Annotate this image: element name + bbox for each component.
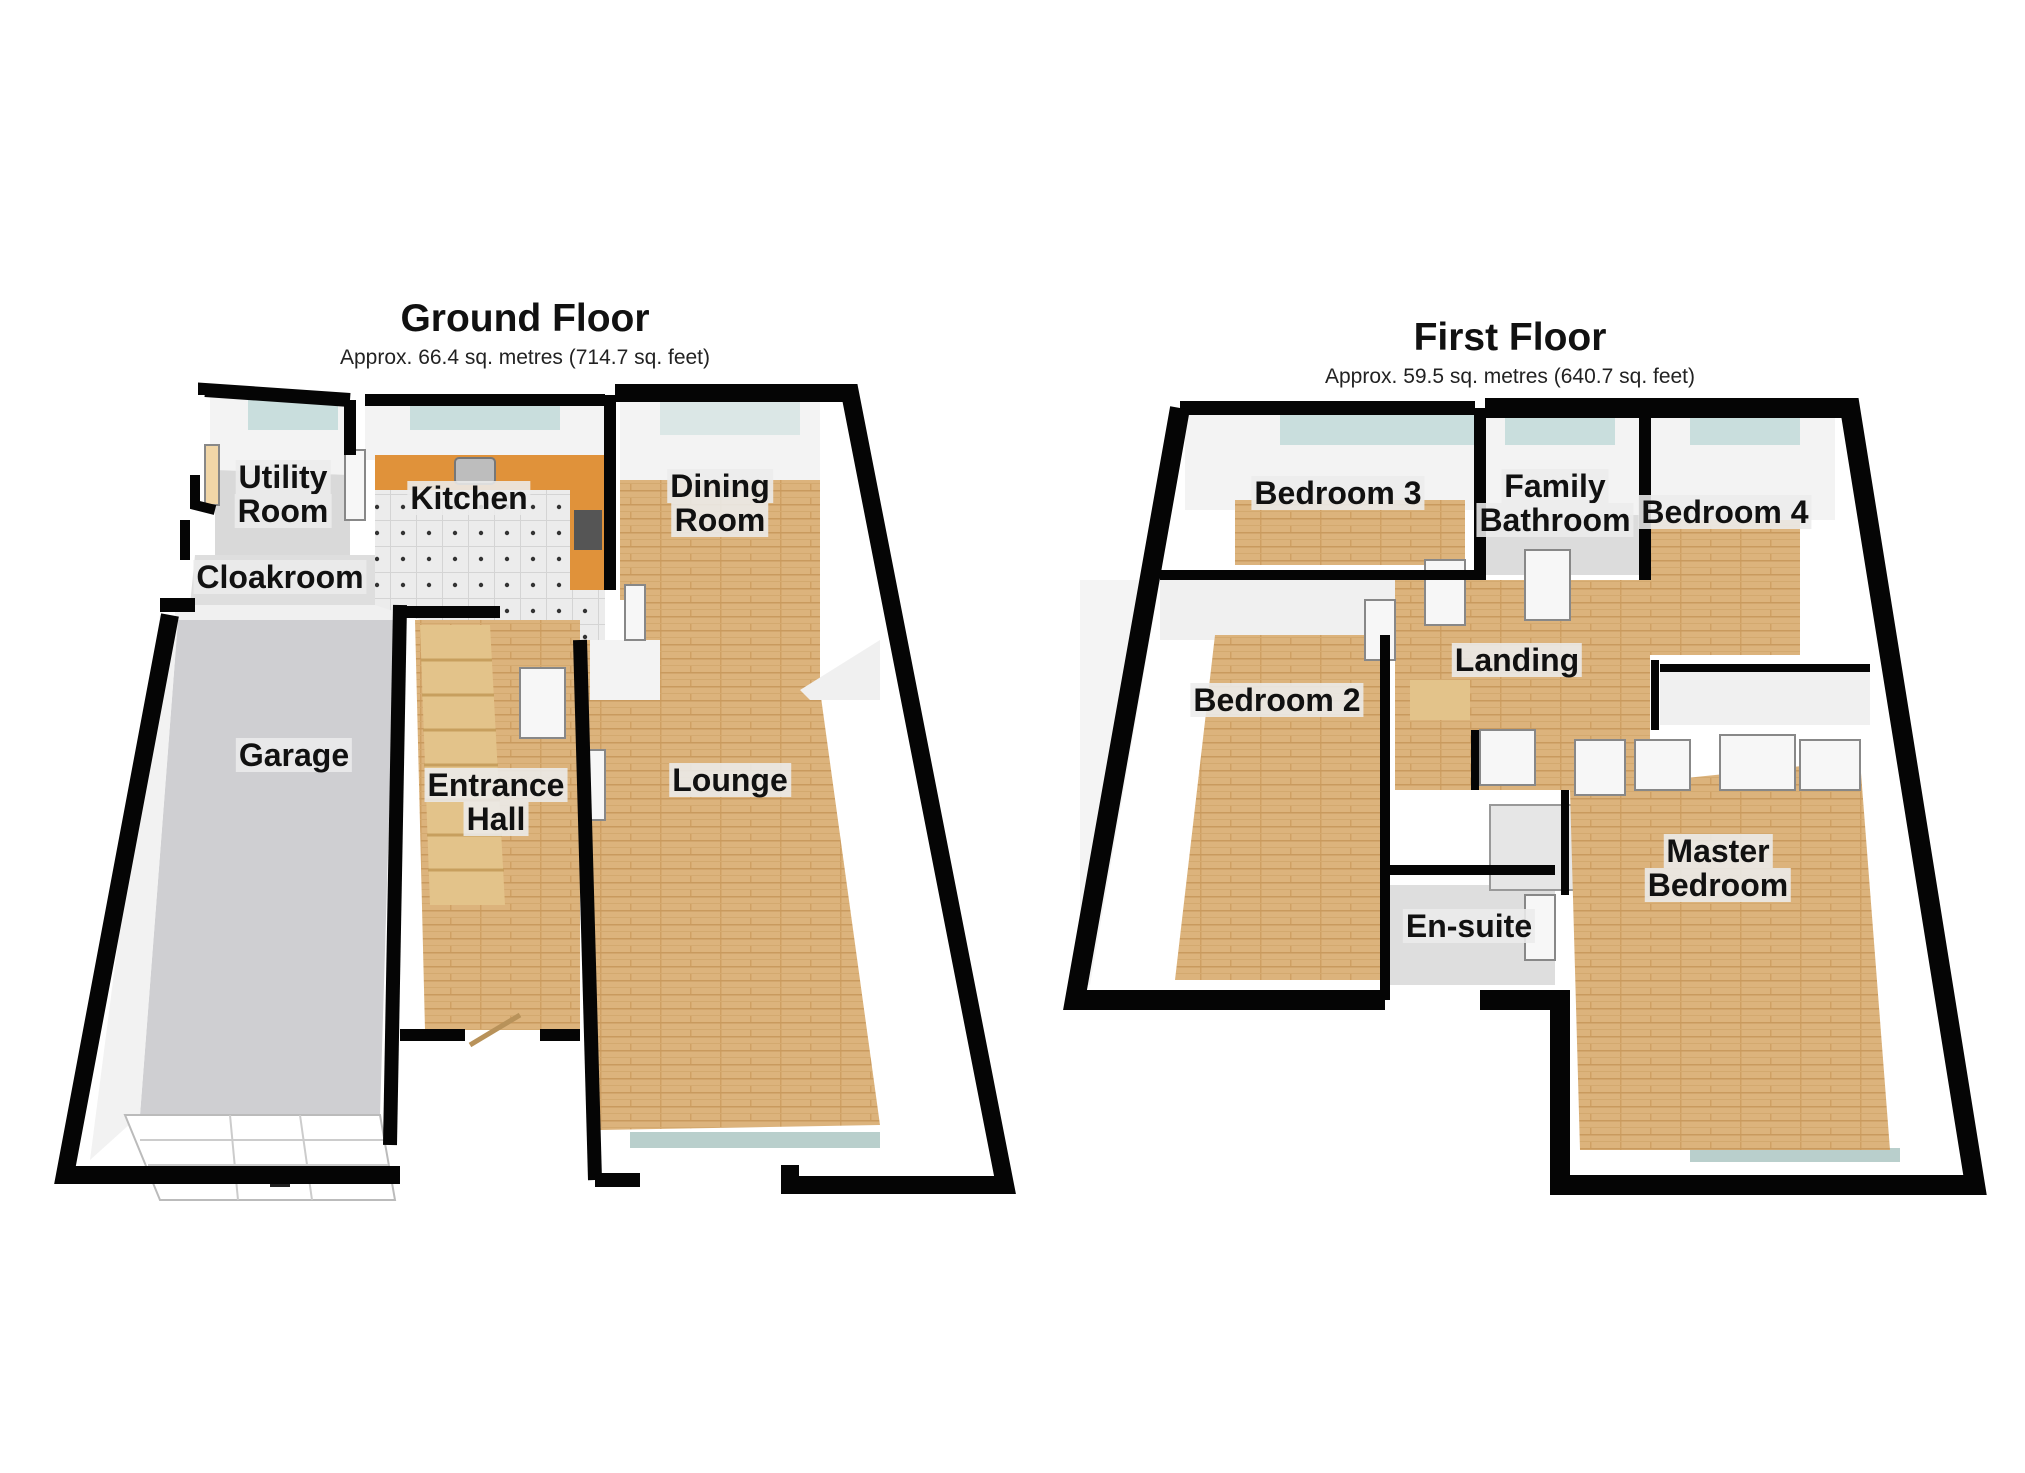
room-label-line: En-suite bbox=[1402, 909, 1536, 943]
room-label-line: Bedroom 3 bbox=[1251, 476, 1425, 510]
room-label-utility-room: Utility Room bbox=[234, 460, 332, 528]
landing-stairs bbox=[1410, 680, 1470, 720]
room-label-line: Hall bbox=[463, 802, 529, 836]
room-label-landing: Landing bbox=[1451, 643, 1583, 677]
ground-floor-walls bbox=[54, 382, 1016, 1194]
lounge-partition bbox=[590, 640, 660, 700]
room-label-line: Cloakroom bbox=[193, 560, 367, 594]
room-label-line: Landing bbox=[1451, 643, 1583, 677]
ground-floor-stairs bbox=[420, 625, 505, 905]
room-label-line: Garage bbox=[235, 738, 353, 772]
first-floor-area: Approx. 59.5 sq. metres (640.7 sq. feet) bbox=[1324, 365, 1696, 388]
room-label-bedroom-4: Bedroom 4 bbox=[1638, 495, 1812, 529]
lounge-chimney-breast bbox=[800, 640, 880, 700]
room-label-bedroom-2: Bedroom 2 bbox=[1190, 683, 1364, 717]
room-label-line: Bathroom bbox=[1476, 503, 1634, 537]
room-label-family-bathroom: Family Bathroom bbox=[1476, 469, 1634, 537]
bedroom-4-floor bbox=[1650, 520, 1800, 655]
garage-wall-face bbox=[90, 615, 178, 1160]
lounge-dining-floor bbox=[580, 480, 880, 1130]
garage-floor bbox=[140, 620, 395, 1115]
room-label-line: Entrance bbox=[424, 768, 568, 802]
room-label-cloakroom: Cloakroom bbox=[193, 560, 367, 594]
first-floor-title: First Floor bbox=[1413, 316, 1607, 359]
room-label-line: Master bbox=[1663, 834, 1773, 868]
room-label-kitchen: Kitchen bbox=[407, 481, 531, 515]
room-label-dining-room: Dining Room bbox=[667, 469, 773, 537]
bedroom-2-floor bbox=[1175, 635, 1380, 980]
ground-floor-plan bbox=[54, 382, 1016, 1201]
room-label-line: Room bbox=[234, 494, 332, 528]
room-label-line: Bedroom 4 bbox=[1638, 495, 1812, 529]
ground-floor-title: Ground Floor bbox=[400, 297, 650, 340]
ground-floor-area: Approx. 66.4 sq. metres (714.7 sq. feet) bbox=[339, 346, 711, 369]
room-label-master-bedroom: Master Bedroom bbox=[1644, 834, 1792, 902]
ground-floor-doors bbox=[204, 444, 646, 1048]
bedroom-3-floor bbox=[1235, 500, 1465, 565]
room-label-en-suite: En-suite bbox=[1402, 909, 1536, 943]
room-label-line: Bedroom bbox=[1644, 868, 1792, 902]
master-bedroom-floor bbox=[1570, 760, 1890, 1150]
room-label-bedroom-3: Bedroom 3 bbox=[1251, 476, 1425, 510]
room-label-line: Bedroom 2 bbox=[1190, 683, 1364, 717]
room-label-line: Family bbox=[1501, 469, 1609, 503]
room-label-garage: Garage bbox=[235, 738, 353, 772]
room-label-line: Dining bbox=[667, 469, 773, 503]
kitchen-hob bbox=[574, 510, 602, 550]
first-floor-windows bbox=[1280, 415, 1900, 1162]
landing-floor bbox=[1395, 580, 1650, 790]
room-label-line: Kitchen bbox=[407, 481, 531, 515]
en-suite-shower bbox=[1489, 804, 1586, 891]
room-label-line: Lounge bbox=[669, 763, 791, 797]
room-label-lounge: Lounge bbox=[669, 763, 791, 797]
room-label-line: Utility bbox=[235, 460, 331, 494]
room-label-entrance-hall: Entrance Hall bbox=[424, 768, 568, 836]
first-floor-walls bbox=[1063, 398, 1987, 1195]
room-label-line: Room bbox=[671, 503, 769, 537]
garage-door bbox=[123, 1114, 397, 1201]
